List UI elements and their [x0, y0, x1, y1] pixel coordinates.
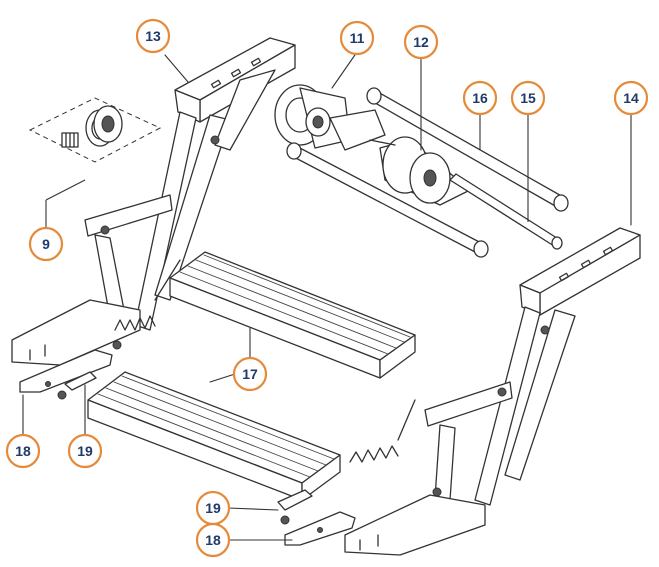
callout-14: 14: [613, 80, 649, 116]
pivot-part-19-left: [57, 371, 97, 438]
svg-text:12: 12: [413, 34, 429, 50]
callout-12: 12: [403, 24, 439, 60]
svg-text:18: 18: [15, 443, 31, 459]
svg-text:13: 13: [145, 28, 161, 44]
gear-assembly-part-9: [28, 97, 162, 230]
bracket-part-18-left: [19, 349, 113, 438]
svg-text:17: 17: [242, 366, 258, 382]
left-bracket-frame-part-13: [11, 37, 296, 366]
callout-9: 9: [28, 226, 64, 262]
svg-text:19: 19: [77, 443, 93, 459]
callout-13: 13: [135, 18, 171, 54]
callout-19-bottom: 19: [195, 490, 231, 526]
callout-19-left: 19: [67, 433, 103, 469]
svg-text:14: 14: [623, 90, 639, 106]
svg-text:19: 19: [205, 500, 221, 516]
svg-text:11: 11: [350, 30, 365, 46]
motor-part-11: [274, 51, 386, 151]
callout-11: 11: [339, 20, 375, 56]
step-treads-part-17: [87, 251, 416, 501]
callout-15: 15: [510, 80, 546, 116]
bracket-part-18-bottom: [227, 511, 356, 546]
callout-17: 17: [232, 356, 268, 392]
right-bracket-frame-part-14: [344, 111, 641, 556]
svg-text:9: 9: [42, 236, 50, 252]
svg-text:15: 15: [520, 90, 536, 106]
svg-text:18: 18: [205, 532, 221, 548]
callout-16: 16: [462, 80, 498, 116]
actuator-part-12: [369, 54, 563, 250]
callout-18-left: 18: [5, 433, 41, 469]
callout-18-bottom: 18: [195, 522, 231, 558]
svg-text:16: 16: [472, 90, 488, 106]
shaft-tubes-part-16: [286, 87, 569, 258]
pivot-part-19-bottom: [227, 489, 313, 525]
